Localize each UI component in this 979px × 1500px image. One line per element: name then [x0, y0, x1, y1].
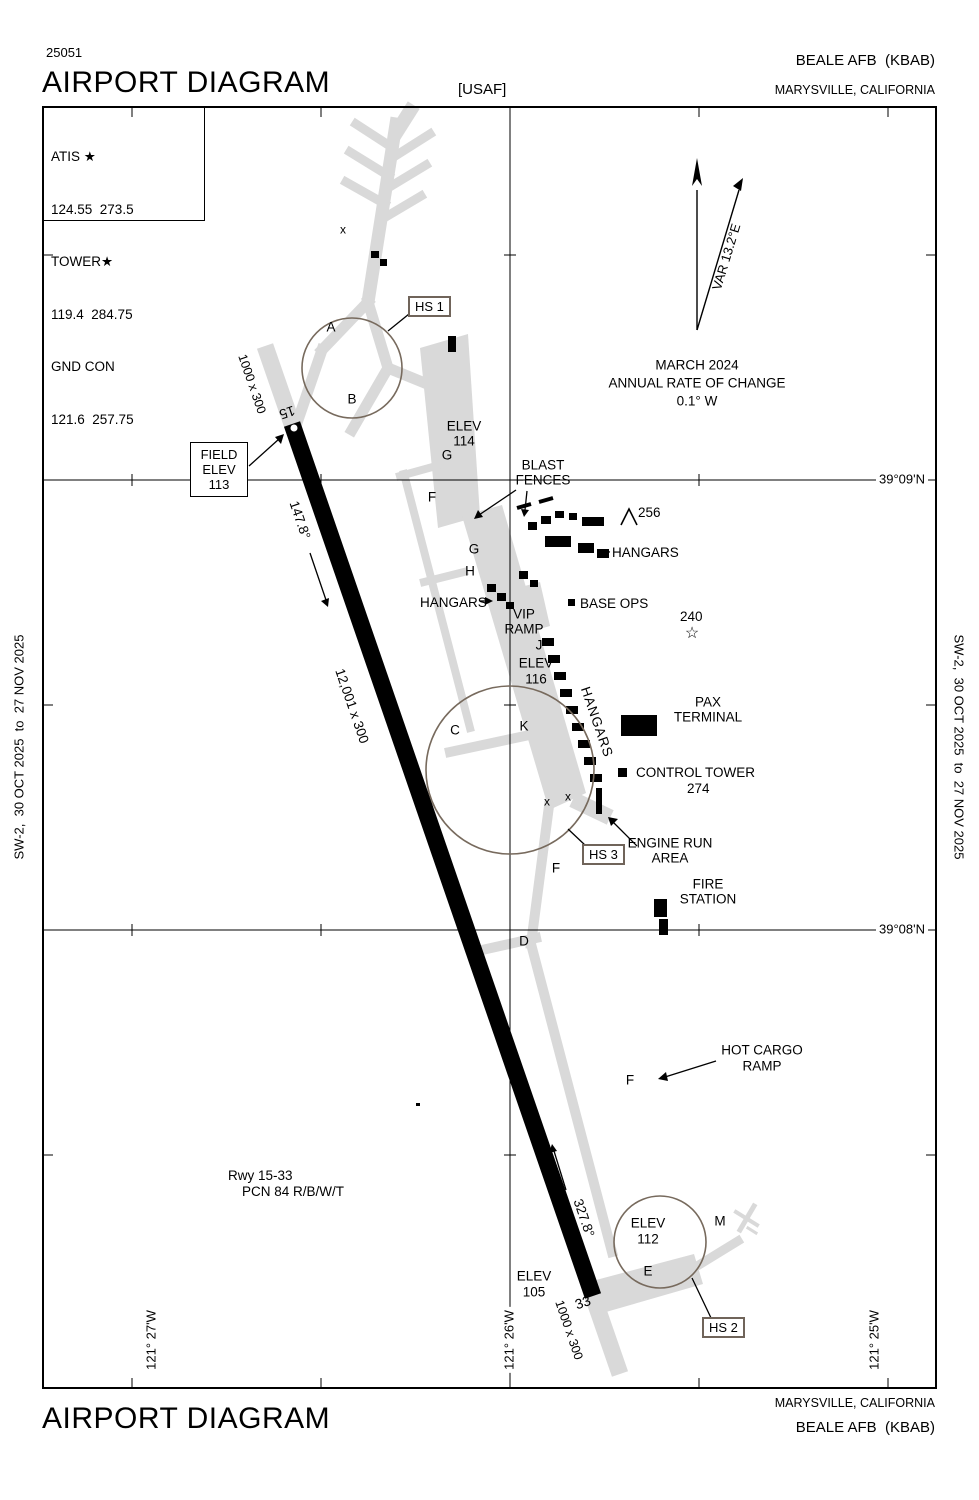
elev-105-value: 105 — [522, 1284, 546, 1300]
taxiway-m: M — [714, 1213, 726, 1229]
taxiway-b: B — [347, 391, 357, 407]
vip-ramp-line1: VIP — [513, 606, 535, 622]
elev-116-value: 116 — [525, 671, 547, 687]
comm-frequencies-box: ATIS ★ 124.55 273.5 TOWER★ 119.4 284.75 … — [43, 108, 205, 427]
leader-lines — [248, 313, 717, 1321]
chart-number: 25051 — [46, 45, 83, 60]
elev-112-value: 112 — [637, 1231, 659, 1247]
engine-run-line2: AREA — [651, 850, 689, 866]
hotspot-hs1-label: HS 1 — [408, 296, 451, 317]
elev-112-label: ELEV — [630, 1215, 666, 1231]
field-elev-box: FIELD ELEV 113 — [190, 442, 248, 497]
hangars-west-label: HANGARS — [420, 595, 487, 610]
control-tower-label: CONTROL TOWER — [636, 765, 756, 780]
taxiway-h: H — [465, 563, 475, 579]
taxiway-c: C — [450, 722, 460, 738]
tower-freqs: 119.4 284.75 — [51, 306, 133, 322]
footer-city: MARYSVILLE, CALIFORNIA — [774, 1396, 935, 1410]
beacon-icon: ☆ — [684, 625, 700, 643]
beacon-240-label: 240 — [680, 609, 703, 624]
buildings — [371, 251, 668, 1106]
variation-rate-label: ANNUAL RATE OF CHANGE — [608, 375, 786, 391]
engine-run-line1: ENGINE RUN — [627, 835, 713, 851]
base-ops-label: BASE OPS — [580, 596, 649, 611]
north-arrow — [692, 158, 743, 331]
taxiway-f-mid: F — [551, 860, 561, 876]
elev-105-label: ELEV — [516, 1268, 552, 1284]
hangars-ne-label: HANGARS — [612, 545, 679, 560]
hotspot-circles — [301, 317, 707, 1289]
runway-note-line1: Rwy 15-33 — [228, 1168, 293, 1183]
fire-station-line2: STATION — [679, 891, 737, 907]
fire-station-line1: FIRE — [692, 876, 724, 892]
pax-terminal-line1: PAX — [694, 694, 722, 710]
control-tower-elev: 274 — [687, 781, 710, 796]
taxiway-f-north: F — [427, 489, 437, 505]
variation-rate-value: 0.1° W — [676, 393, 718, 409]
gnd-freqs: 121.6 257.75 — [51, 411, 134, 427]
hot-cargo-line1: HOT CARGO — [721, 1042, 803, 1058]
hotspot-hs3-label: HS 3 — [582, 844, 625, 865]
hotspot-hs2-label: HS 2 — [702, 1317, 745, 1338]
edge-dates-right: SW-2, 30 OCT 2025 to 27 NOV 2025 — [951, 634, 967, 860]
lon-label-121-27: 121° 27'W — [144, 1307, 160, 1373]
tower-label: TOWER★ — [51, 254, 114, 269]
atis-freqs: 124.55 273.5 — [51, 201, 134, 217]
elev-114-label: ELEV — [446, 418, 482, 434]
taxiway-network — [291, 101, 760, 1312]
x-mark-engine-2: x — [565, 789, 571, 804]
taxiway-a: A — [326, 319, 336, 335]
pax-terminal-line2: TERMINAL — [673, 709, 743, 725]
footer-airport-name: BEALE AFB (KBAB) — [795, 1419, 935, 1436]
taxiway-d: D — [519, 933, 529, 949]
taxiway-g-mid: G — [468, 541, 480, 557]
obstacle-256-label: 256 — [638, 505, 661, 520]
edge-dates-left: SW-2, 30 OCT 2025 to 27 NOV 2025 — [11, 634, 27, 860]
variation-date: MARCH 2024 — [655, 357, 739, 373]
blast-fences-line1: BLAST — [521, 457, 565, 473]
usaf-tag: [USAF] — [458, 81, 507, 98]
blast-fences-line2: FENCES — [515, 472, 571, 488]
header-airport-name: BEALE AFB (KBAB) — [795, 52, 935, 69]
footer-title: AIRPORT DIAGRAM — [42, 1402, 331, 1435]
lon-label-121-26: 121° 26'W — [502, 1307, 518, 1373]
taxiway-f-south: F — [625, 1072, 635, 1088]
lat-label-39-09: 39°09'N — [876, 472, 928, 488]
runway-overruns — [256, 343, 629, 1377]
vip-ramp-line2: RAMP — [504, 621, 544, 637]
taxiway-g-north: G — [441, 447, 453, 463]
lon-label-121-25: 121° 25'W — [867, 1307, 883, 1373]
page-title: AIRPORT DIAGRAM — [42, 66, 331, 99]
hot-cargo-line2: RAMP — [742, 1058, 782, 1074]
taxiway-e: E — [643, 1263, 653, 1279]
field-elev-line2: ELEV — [202, 462, 236, 477]
header-city: MARYSVILLE, CALIFORNIA — [774, 83, 935, 97]
elev-116-label: ELEV — [518, 655, 554, 671]
lat-label-39-08: 39°08'N — [876, 922, 928, 938]
field-elev-line1: FIELD — [200, 447, 238, 462]
runway-note-line2: PCN 84 R/B/W/T — [242, 1184, 345, 1199]
taxiway-j: J — [535, 637, 543, 653]
obstacle-icon — [620, 507, 638, 526]
x-mark-engine-1: x — [544, 794, 550, 809]
field-elev-line3: 113 — [208, 477, 230, 492]
elev-114-value: 114 — [453, 433, 475, 449]
atis-label: ATIS ★ — [51, 149, 96, 164]
gnd-label: GND CON — [51, 359, 115, 374]
taxiway-k: K — [519, 718, 529, 734]
runway-15-33 — [283, 421, 602, 1299]
x-mark-north: x — [340, 222, 346, 237]
chart-border — [42, 106, 937, 1389]
